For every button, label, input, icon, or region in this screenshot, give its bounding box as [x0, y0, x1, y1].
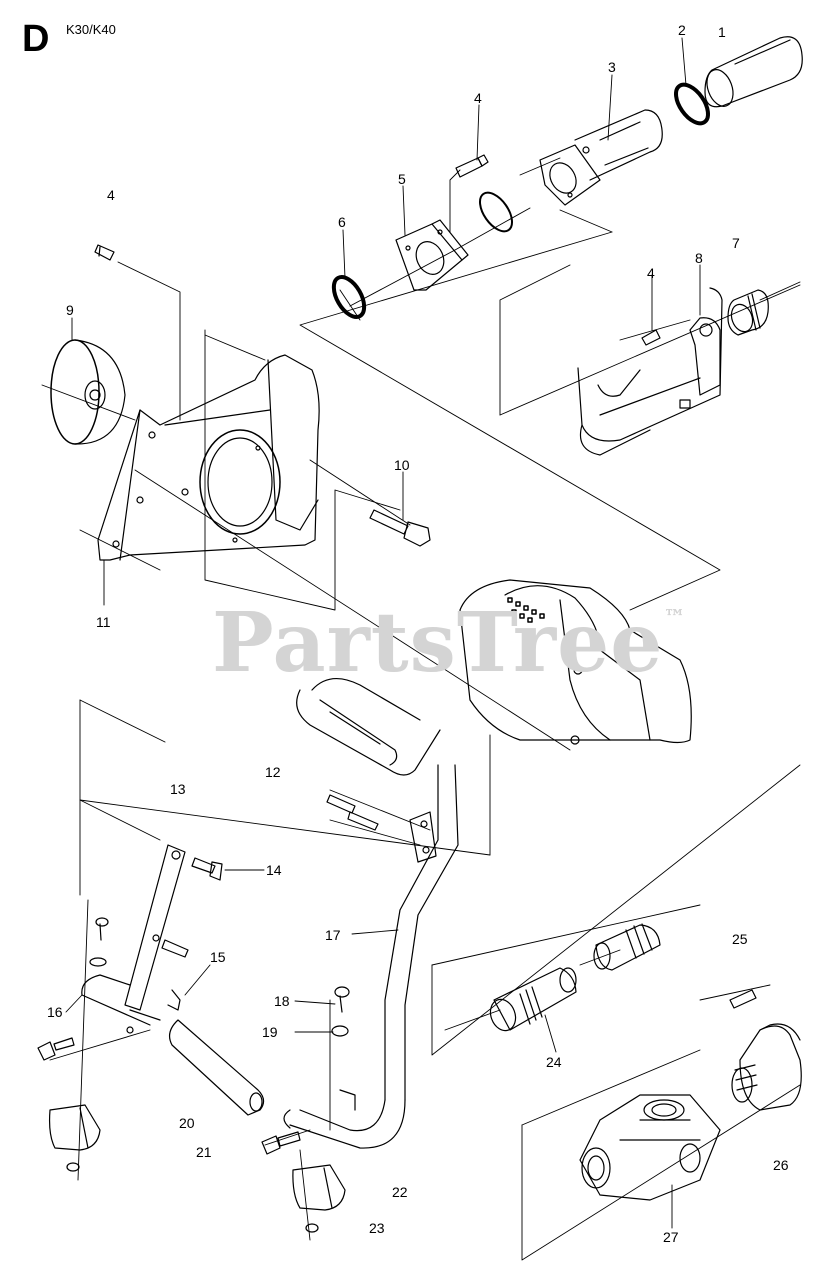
part-8-fitting	[727, 289, 769, 336]
callout-4-right: 4	[647, 265, 655, 281]
callout-numbers: 1 2 3 4 4 4 5 6 7 8 9 10 11 12 13 14 15 …	[47, 22, 789, 1245]
part-6-o-ring	[331, 275, 367, 319]
callout-21: 21	[196, 1144, 212, 1160]
callout-25: 25	[732, 931, 748, 947]
callout-20: 20	[179, 1115, 195, 1131]
part-26-valve	[731, 1023, 802, 1111]
callout-5: 5	[398, 171, 406, 187]
callout-13: 13	[170, 781, 186, 797]
part-5-flange	[395, 219, 469, 291]
section-letter: D	[22, 18, 50, 60]
part-12-handle	[296, 678, 441, 863]
part-7-bracket	[577, 287, 723, 456]
part-4-screw-top	[455, 154, 489, 178]
callout-11: 11	[96, 614, 111, 630]
callout-18: 18	[274, 993, 290, 1009]
bracket-screw	[161, 939, 189, 958]
trademark-mark: ™	[663, 605, 687, 631]
part-10-bolt	[369, 509, 431, 547]
callout-16: 16	[47, 1004, 63, 1020]
washers-18-19	[331, 986, 350, 1037]
part-9-pulley	[50, 339, 126, 445]
callout-leaders	[65, 37, 701, 1229]
part-1-tube	[704, 36, 803, 108]
foot-right	[292, 1164, 346, 1233]
callout-17: 17	[325, 927, 341, 943]
part-4-screw-left	[94, 244, 115, 261]
left-bolt	[37, 1037, 75, 1061]
part-25-nipple	[593, 923, 661, 971]
callout-27: 27	[663, 1229, 679, 1245]
callout-22: 22	[392, 1184, 408, 1200]
part-20-pin	[168, 1019, 265, 1116]
callout-1: 1	[718, 24, 726, 40]
part-4-screw-right	[641, 329, 661, 346]
handle-screws	[326, 794, 379, 831]
lower-bolt	[261, 1131, 301, 1155]
motor	[459, 579, 692, 745]
callout-19: 19	[262, 1024, 278, 1040]
callout-12: 12	[265, 764, 281, 780]
small-screw-26	[729, 989, 757, 1009]
callout-14: 14	[266, 862, 282, 878]
callout-6: 6	[338, 214, 346, 230]
callout-10: 10	[394, 457, 410, 473]
part-2-o-ring	[674, 82, 710, 126]
watermark-text: PartsTree	[212, 595, 664, 691]
part-3-connector	[539, 109, 663, 206]
main-housing	[97, 354, 320, 561]
callout-26: 26	[773, 1157, 789, 1173]
callout-8: 8	[695, 250, 703, 266]
callout-15: 15	[210, 949, 226, 965]
callout-7: 7	[732, 235, 740, 251]
callout-4-left: 4	[107, 187, 115, 203]
part-17-handle-tube	[283, 764, 459, 1149]
part-24-coupling	[489, 967, 577, 1032]
foot-left	[48, 1104, 101, 1172]
callout-23: 23	[369, 1220, 385, 1236]
callout-9: 9	[66, 302, 74, 318]
callout-4-top: 4	[474, 90, 482, 106]
o-ring-middle	[479, 191, 513, 233]
callout-2: 2	[678, 22, 686, 38]
left-washers	[89, 917, 109, 967]
callout-24: 24	[546, 1054, 562, 1070]
part-14-bolt	[191, 857, 223, 881]
model-label: K30/K40	[66, 22, 116, 37]
callout-3: 3	[608, 59, 616, 75]
part-16-side-bracket	[81, 844, 186, 1034]
part-27-valve-body	[579, 1094, 721, 1201]
watermark: PartsTree™	[212, 595, 686, 691]
